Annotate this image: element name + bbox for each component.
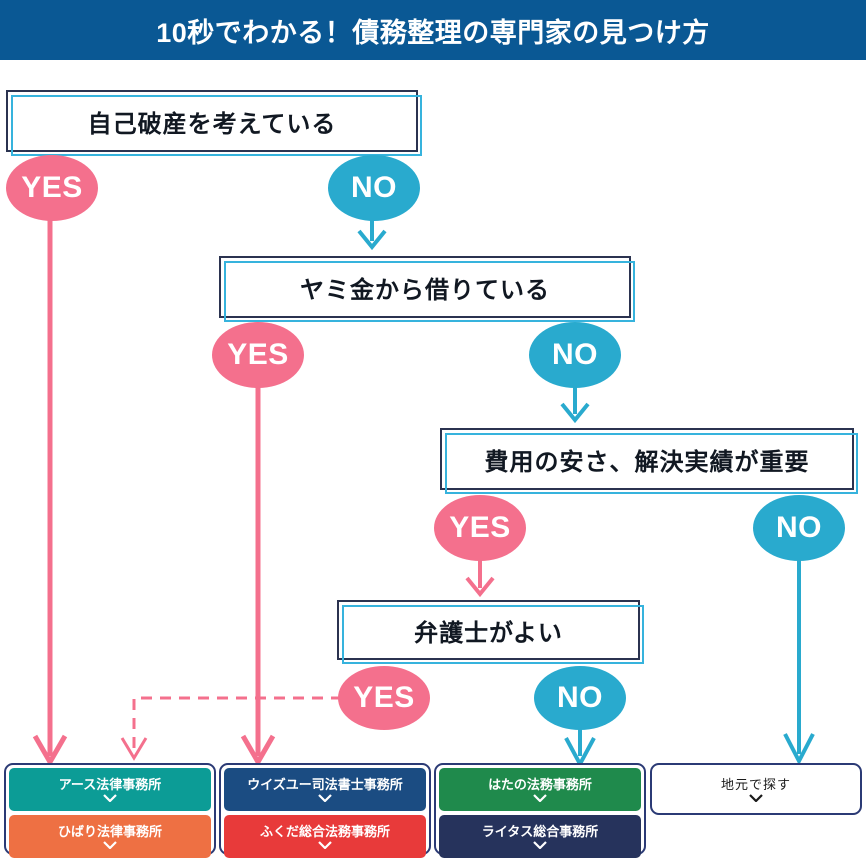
result-label: アース法律事務所: [58, 776, 162, 792]
result-label: 地元で探す: [720, 777, 791, 792]
result-button-search-local[interactable]: 地元で探す: [655, 768, 857, 812]
result-column-1: アース法律事務所 ひばり法律事務所: [4, 763, 216, 858]
result-button-raitasu-general[interactable]: ライタス総合事務所: [439, 815, 641, 858]
chevron-down-icon: [533, 793, 547, 802]
badge-q4-no-label: NO: [557, 681, 603, 714]
result-label: ウイズユー司法書士事務所: [247, 776, 403, 792]
chevron-down-icon: [318, 840, 332, 849]
connector-q2-yes: [240, 365, 280, 768]
connector-q1-yes: [32, 200, 72, 768]
result-column-3: はたの法務事務所 ライタス総合事務所: [434, 763, 646, 858]
result-label: ふくだ総合法務事務所: [259, 823, 390, 839]
badge-q3-yes: YES: [434, 495, 526, 561]
badge-q1-yes: YES: [6, 155, 98, 221]
result-label: はたの法務事務所: [488, 776, 592, 792]
badge-q1-yes-label: YES: [21, 171, 83, 204]
decision-box-q2[interactable]: ヤミ金から借りている: [219, 256, 635, 322]
result-column-4: 地元で探す: [650, 763, 862, 815]
result-column-2: ウイズユー司法書士事務所 ふくだ総合法務事務所: [219, 763, 431, 858]
page-title: 10秒でわかる！債務整理の専門家の見つけ方: [156, 17, 710, 48]
decision-label-q1: 自己破産を考えている: [87, 110, 337, 138]
badge-q4-yes-label: YES: [353, 681, 415, 714]
decision-box-q4[interactable]: 弁護士がよい: [337, 600, 644, 664]
page-header: 10秒でわかる！債務整理の専門家の見つけ方: [0, 0, 866, 60]
result-button-hatano-legal[interactable]: はたの法務事務所: [439, 768, 641, 811]
connector-q3-no: [782, 540, 822, 768]
result-label: ライタス総合事務所: [481, 823, 599, 839]
decision-box-q3[interactable]: 費用の安さ、解決実績が重要: [440, 428, 858, 494]
badge-q2-yes: YES: [212, 322, 304, 388]
badge-q2-no: NO: [529, 322, 621, 388]
chevron-down-icon: [103, 793, 117, 802]
badge-q3-no-label: NO: [776, 511, 822, 544]
result-button-fukuda-legal[interactable]: ふくだ総合法務事務所: [224, 815, 426, 858]
decision-box-q1[interactable]: 自己破産を考えている: [6, 90, 422, 156]
result-button-hibari-law[interactable]: ひばり法律事務所: [9, 815, 211, 858]
badge-q3-no: NO: [753, 495, 845, 561]
chevron-down-icon: [318, 793, 332, 802]
result-button-withyou-judicial[interactable]: ウイズユー司法書士事務所: [224, 768, 426, 811]
badge-q3-yes-label: YES: [449, 511, 511, 544]
badge-q2-no-label: NO: [552, 338, 598, 371]
badge-q1-no-label: NO: [351, 171, 397, 204]
decision-label-q2: ヤミ金から借りている: [300, 276, 550, 304]
badge-q4-yes: YES: [338, 666, 430, 730]
result-label: ひばり法律事務所: [57, 823, 162, 839]
decision-label-q3: 費用の安さ、解決実績が重要: [484, 448, 810, 476]
decision-label-q4: 弁護士がよい: [414, 619, 563, 647]
chevron-down-icon: [103, 840, 117, 849]
chevron-down-icon: [749, 794, 763, 802]
badge-q4-no: NO: [534, 666, 626, 730]
badge-q2-yes-label: YES: [227, 338, 289, 371]
chevron-down-icon: [533, 840, 547, 849]
badge-q1-no: NO: [328, 155, 420, 221]
result-button-earth-law[interactable]: アース法律事務所: [9, 768, 211, 811]
connector-q4-yes-dashed: [120, 688, 345, 772]
